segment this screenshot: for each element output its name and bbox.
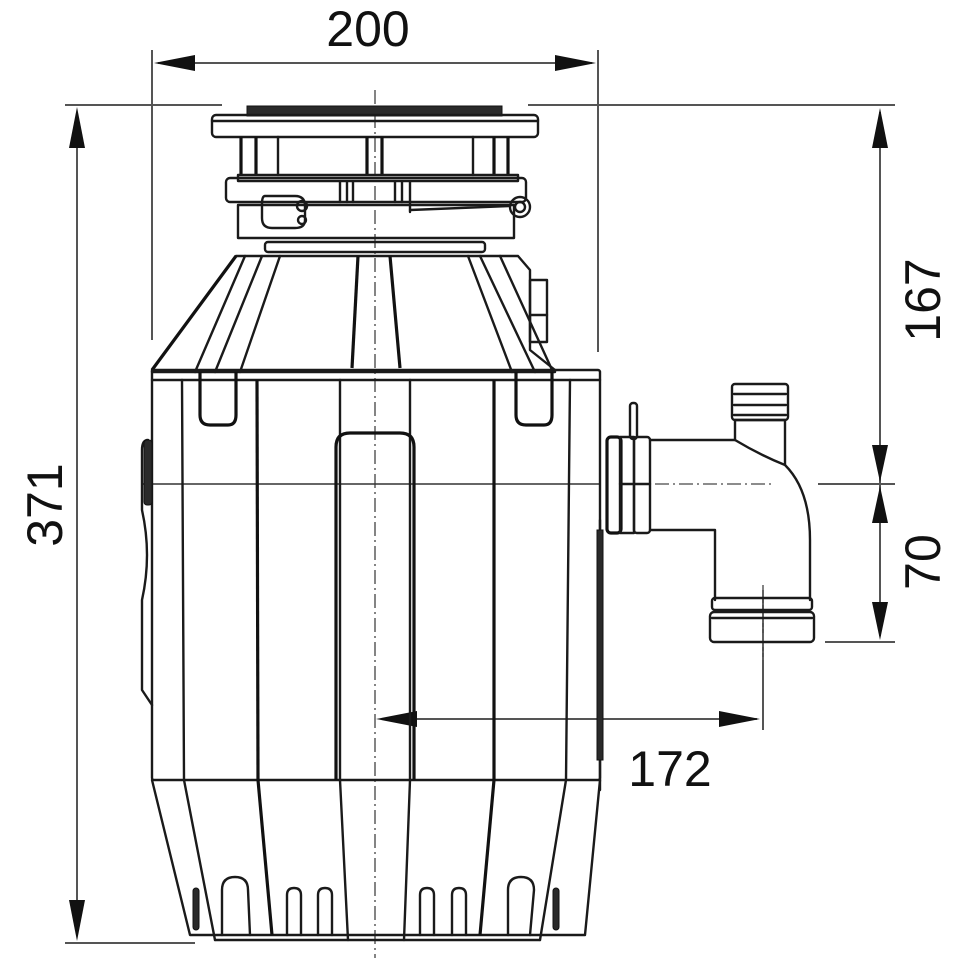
arrow-up-icon — [69, 107, 85, 148]
arrow-up-icon — [872, 486, 888, 523]
arrow-right-icon — [555, 55, 596, 71]
arrow-down-icon — [69, 900, 85, 941]
dimension-label-371: 371 — [17, 463, 73, 546]
mounting-flange — [210, 105, 540, 254]
dimension-label-172: 172 — [628, 741, 711, 797]
dimension-label-167: 167 — [895, 258, 951, 341]
outlet-elbow — [605, 382, 816, 644]
arrow-down-icon — [872, 602, 888, 640]
arrow-down-icon — [872, 445, 888, 482]
arrow-right-icon — [719, 711, 760, 727]
main-body — [140, 368, 604, 792]
arrow-up-icon — [872, 108, 888, 148]
dimension-drain-offset: 172 — [376, 590, 764, 797]
dimension-total-height: 371 — [17, 104, 222, 944]
dimension-label-70: 70 — [895, 534, 951, 590]
lower-housing — [150, 778, 602, 942]
arrow-left-icon — [154, 55, 195, 71]
dimension-label-200: 200 — [326, 1, 409, 57]
upper-housing — [150, 254, 557, 374]
arrow-left-icon — [376, 711, 417, 727]
dimension-right-heights: 167 70 — [528, 104, 951, 643]
dimension-top-width: 200 — [151, 1, 599, 352]
